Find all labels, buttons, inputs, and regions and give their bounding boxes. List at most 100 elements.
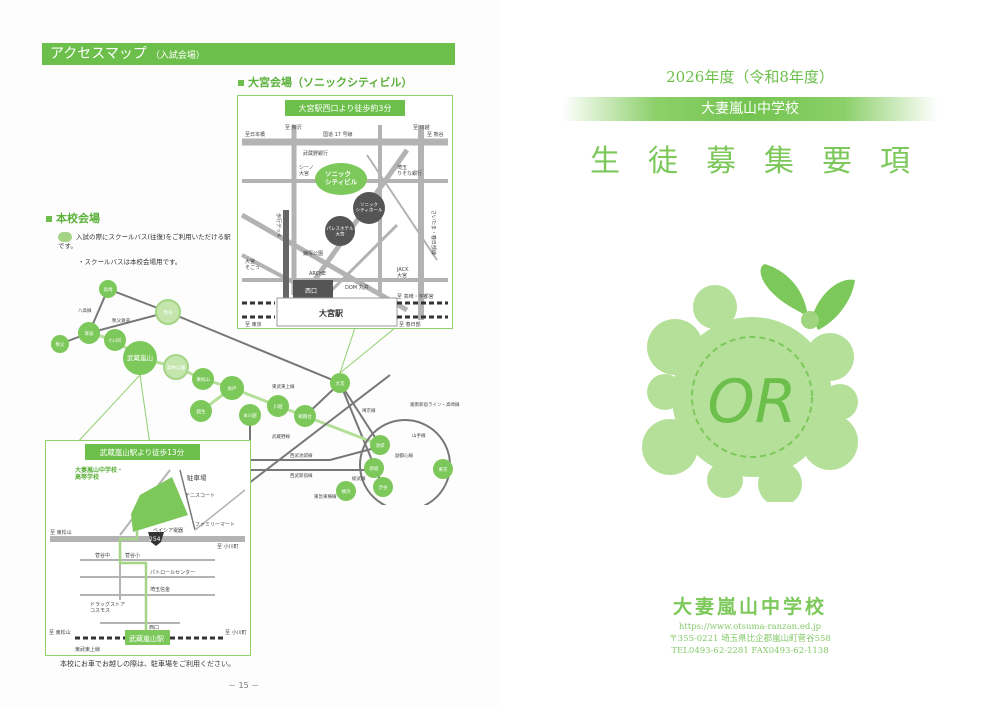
school-url[interactable]: https://www.otsuma-ranzan.ed.jp: [678, 622, 822, 632]
label-route17: 国道 17 号線: [323, 131, 353, 138]
school-address: 〒355-0221 埼玉県比企郡嵐山町菅谷558: [669, 634, 831, 644]
label-to-higashimatsuyama-rail: 至 東松山: [49, 629, 71, 636]
vine-wreath: [691, 336, 813, 458]
station-marker: [104, 329, 126, 351]
page-number: － 15 －: [228, 681, 260, 690]
station-label: 新宿: [370, 465, 379, 472]
label-to-kasukabe: 至 春日部: [399, 321, 421, 328]
sonic-city-label: ソニックシティビル: [325, 169, 358, 186]
station-label: 坂戸: [228, 385, 237, 392]
label-deck: 歩行デッキ: [275, 213, 282, 238]
station-label: 横浜: [342, 488, 351, 495]
station-marker: [163, 354, 189, 380]
line-label: 東武東上線: [272, 383, 295, 390]
line-label: 山手線: [412, 432, 426, 439]
musashino-line: [239, 374, 391, 491]
parking-footer-note: 本校にお車でお越しの際は、駐車場をご利用ください。: [60, 660, 235, 668]
west-exit-label: 西口: [305, 288, 317, 295]
school-year: 2026年度（令和8年度）: [666, 68, 834, 86]
station-label: 朝霞台: [298, 413, 312, 420]
palace-hotel-label: パレスホテル大宮: [327, 226, 354, 237]
header-title: アクセスマップ: [50, 46, 147, 62]
title-char: 項: [880, 144, 910, 179]
right-page: 2026年度（令和8年度） 大妻嵐山中学校 生 徒 募 集 要 項 OR 大妻嵐…: [500, 0, 1000, 707]
ranzan-station-block: [125, 630, 170, 645]
label-to-ogawamachi: 至 小川町: [217, 543, 239, 550]
label-to-higashimatsuyama: 至 東松山: [50, 529, 72, 536]
station-label: 熊谷: [164, 309, 173, 316]
sonic-hall-label: ソニックシティホール: [356, 202, 383, 213]
line-label: 湘南新宿ライン・高崎線: [410, 401, 460, 408]
line-label: 西武池袋線: [290, 452, 313, 459]
school-band: 大妻嵐山中学校: [562, 97, 938, 121]
bus-icon: [58, 232, 72, 242]
line-label: 秩父鉄道: [112, 317, 130, 324]
access-map-header: アクセスマップ（入試会場）: [42, 43, 455, 65]
rail-line: [88, 311, 169, 334]
sugaya-jhs-label: 菅谷中: [95, 552, 110, 559]
left-page: アクセスマップ（入試会場） 大宮会場（ソニックシティビル） 大宮駅西口より徒歩約…: [42, 43, 460, 690]
label-park: 鐘塚公園: [303, 250, 323, 257]
station-marker: [370, 435, 390, 455]
station-marker: [123, 341, 157, 375]
label-to-nihonbashi: 至日本橋: [245, 131, 265, 138]
label-dom: DOM 丸井: [345, 284, 369, 291]
station-label: 東松山: [196, 376, 210, 383]
school-tel-fax: TEL0493-62-2281 FAX0493-62-1138: [671, 646, 829, 656]
honkou-section-title: 本校会場: [46, 210, 100, 226]
tobu-tojo-label: 東武東上線: [75, 646, 100, 653]
station-label: 池袋: [376, 442, 385, 449]
label-to-ogawamachi-rail: 至 小川町: [225, 629, 247, 636]
patrol-label: パトロールセンター: [150, 569, 195, 576]
omiya-section-title: 大宮会場（ソニックシティビル）: [238, 74, 412, 90]
station-label: 川越: [274, 403, 283, 410]
beisia-label: ベイシア電器: [153, 528, 183, 534]
station-label: 渋谷: [379, 484, 388, 491]
contact-block: https://www.otsuma-ranzan.ed.jp 〒355-022…: [500, 621, 1000, 657]
emblem-monogram: OR: [708, 367, 797, 437]
label-saitama-kasukabe: さいたま・春日部線: [430, 210, 437, 255]
station-label: 秩父: [56, 341, 65, 348]
station-label: 大宮: [336, 380, 345, 387]
station-marker: [373, 477, 393, 497]
label-to-kumagaya: 至 熊谷: [427, 131, 444, 138]
omiya-station-block: [276, 297, 398, 327]
drugstore-label: ドラッグストアコスモス: [90, 601, 125, 614]
flower-cluster: [642, 285, 858, 502]
route254-shield: [148, 532, 164, 546]
title-char: 生: [590, 144, 620, 179]
label-sheno: シーノ大宮: [299, 165, 314, 177]
station-label: 武蔵嵐山: [127, 353, 153, 362]
school-label: 大妻嵐山中学校・高等学校: [75, 466, 123, 481]
station-marker: [239, 404, 261, 426]
header-subtitle: （入試会場）: [150, 51, 205, 61]
label-to-tokyo: 至 東京: [245, 321, 262, 328]
station-marker: [336, 481, 356, 501]
omiya-title-text: 大宮会場（ソニックシティビル）: [248, 76, 413, 89]
palace-hotel-marker: [325, 216, 355, 246]
label-to-takasaki: 至 高崎・宇都宮: [397, 293, 434, 300]
station-marker: [190, 400, 212, 422]
ranzan-walk-label: 武蔵嵐山駅より徒歩13分: [100, 447, 185, 457]
station-marker: [51, 335, 69, 353]
station-label: 小川町: [108, 337, 122, 344]
route254-label: 254: [149, 536, 161, 543]
station-label: 本川越: [243, 412, 257, 419]
label-arche: ARCHE: [309, 271, 326, 277]
west-exit-block: [293, 280, 333, 298]
sonic-city-bubble: [315, 163, 367, 195]
station-label: 越生: [197, 408, 206, 415]
line-label: 総武線: [352, 475, 366, 482]
title-char: 募: [706, 144, 736, 179]
line-label: 埼京線: [362, 407, 376, 414]
station-marker: [433, 459, 453, 479]
bus-note-text: 入試の際にスクールバス(往復)をご利用いただける駅です。: [58, 233, 231, 250]
butterfly-icon: [760, 264, 855, 330]
rail-line: [167, 311, 341, 384]
title-char: 集: [764, 144, 794, 179]
station-marker: [220, 376, 244, 400]
station-marker: [330, 373, 350, 393]
omiya-station-label: 大宮駅: [319, 308, 344, 318]
label-to-kawagoe: 至 川越: [413, 124, 430, 131]
callout-line: [74, 374, 141, 446]
